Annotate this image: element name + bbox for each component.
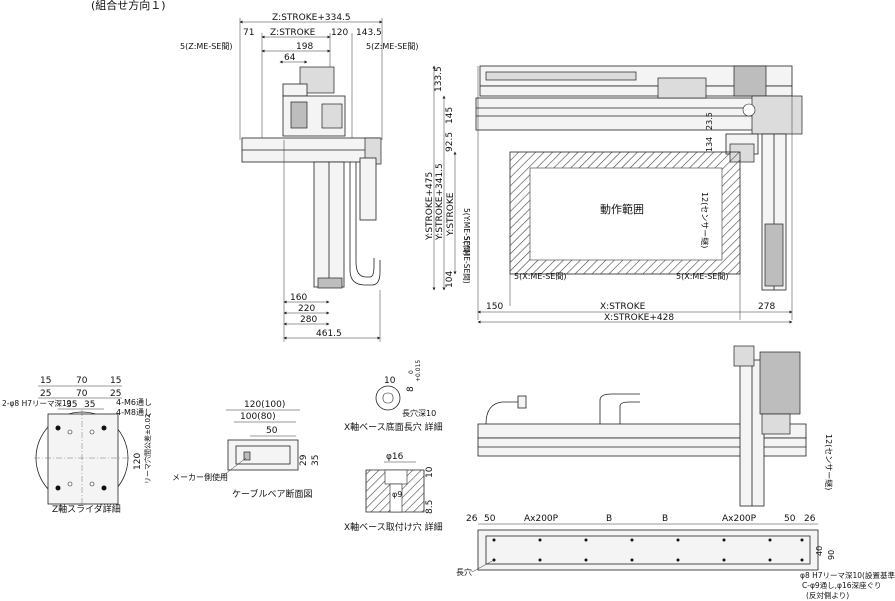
dim-104: 104 [445,271,455,288]
dimension-label: リーマ穴間公差±0.02 [143,414,152,484]
dimension-label: +0.015 [415,360,422,382]
dim-71: 71 [243,28,254,38]
cable-bear-caption: ケーブルベア断面図 [232,488,312,500]
z-hole-note-1: 2-φ8 H7リーマ深10 [2,399,72,408]
cable-bear-section: 120(100) 100(80) 50 29 35 メーカー側使用 ケーブルベア… [172,400,321,500]
dimension-label: 50 [784,514,796,524]
dimension-label: 25 [110,389,121,399]
dimension-label: 40 [815,546,824,556]
dimension-label: 70 [76,389,88,399]
slot-note: 長穴深10 [402,408,436,418]
dim-134: 134 [705,137,714,152]
dimension-label: B [662,514,668,524]
dim-x-stroke-428: X:STROKE+428 [604,313,674,323]
base-note-3: (反対側より) [806,590,849,600]
slot-label: 長穴 [456,567,472,577]
dim-198: 198 [296,42,313,52]
y-me-se-upper: 5(Y:ME-SE間) [462,208,471,256]
side-view: 動作範囲 12(センサー継) Y:STROKE+475 Y:STROKE+341… [425,65,803,324]
dimension-label: 90 [827,550,836,560]
dimension-label: 35 [311,455,321,466]
x-base-slot-caption: X軸ベース底面長穴 詳細 [344,421,443,433]
dim-y-stroke-475: Y:STROKE+475 [425,172,435,241]
base-note-1: φ8 H7リーマ深10(設置基準) [800,570,895,580]
base-note-2: C-φ9通し,φ16深座ぐり [802,580,882,590]
dimension-label: B [606,514,612,524]
dim-160: 160 [290,293,307,303]
dimension-label: 15 [110,376,121,386]
dimension-label: 70 [76,376,88,386]
dim-461-5: 461.5 [316,329,342,339]
dimension-label: φ16 [386,452,404,462]
dim-z-stroke: Z:STROKE [270,28,316,38]
dimension-label: 50 [484,514,496,524]
dimension-label: 100(80) [240,412,276,422]
dim-280: 280 [300,315,317,325]
maker-side-label: メーカー側使用 [172,472,228,482]
dim-64: 64 [284,53,296,63]
x-base-mount-detail: φ16 10 φ9 8.5 X軸ベース取付け穴 詳細 [344,452,443,533]
dimension-label: 26 [466,514,478,524]
z-slider-detail: 15 70 15 25 70 25 35 35 2-φ8 H7リーマ深10 4-… [2,376,152,515]
dim-278: 278 [758,302,775,312]
sensor-label-front: 12(センサー継) [824,434,834,490]
dim-145: 145 [445,107,455,124]
dimension-label: 35 [84,400,95,410]
front-view: 12(センサー継) [477,345,834,507]
dim-92-5: 92.5 [445,132,455,152]
dim-y-stroke: Y:STROKE [446,192,456,237]
sensor-label-side: 12(センサー継) [700,192,710,248]
dim-143-5: 143.5 [356,28,382,38]
dimension-label: φ9 [392,490,402,499]
dim-120: 120 [331,28,348,38]
drawing-title: (組合せ方向１) [91,0,166,12]
z-hole-note-3: 4-M8通し [116,407,152,417]
dim-23-5: 23.5 [705,112,714,130]
dimension-label: 25 [40,389,51,399]
operating-area-label: 動作範囲 [600,202,644,216]
dimension-label: 10 [425,466,435,478]
dimension-label: 50 [266,426,278,436]
dimension-label: 120 [133,453,143,470]
dimension-label: 15 [40,376,51,386]
dimension-label: 29 [299,454,309,466]
dimension-label: Ax200P [524,514,559,524]
dim-y-stroke-341: Y:STROKE+341.5 [435,163,445,241]
dimension-label: Ax200P [722,514,757,524]
dim-150: 150 [486,302,503,312]
z-hole-note-2: 4-M6通し [116,397,152,407]
dimension-label: 8 [406,386,416,392]
x-base-mount-caption: X軸ベース取付け穴 詳細 [344,521,443,533]
dim-z-stroke-334: Z:STROKE+334.5 [272,13,351,23]
me-se-left: 5(Z:ME-SE間) [180,42,232,51]
y-me-se-lower: 5(Y:ME-SE間) [462,236,471,284]
top-view: Z:STROKE+334.5 Z:STROKE 71 120 143.5 198… [180,13,418,342]
me-se-right: 5(Z:ME-SE間) [366,42,418,51]
base-bottom-view: 26 50 Ax200P B B Ax200P 50 26 40 90 長穴 φ… [456,514,895,600]
dimension-label: 120(100) [244,400,285,410]
dimension-label: 35 [66,400,77,410]
x-me-se-right: 5(X:ME-SE間) [676,272,728,281]
dim-x-stroke: X:STROKE [600,302,646,312]
dim-133-5: 133.5 [434,66,444,92]
x-base-slot-detail: 10 8 +0.015 0 長穴深10 X軸ベース底面長穴 詳細 [344,360,443,433]
dim-220: 220 [298,304,315,314]
x-me-se-left: 5(X:ME-SE間) [514,272,566,281]
z-slider-caption: Z軸スライダ詳細 [52,503,121,515]
dimension-label: 26 [804,514,816,524]
dimension-label: 8.5 [425,500,435,514]
dimension-label: 10 [384,376,396,386]
dimension-label: 0 [408,370,415,374]
